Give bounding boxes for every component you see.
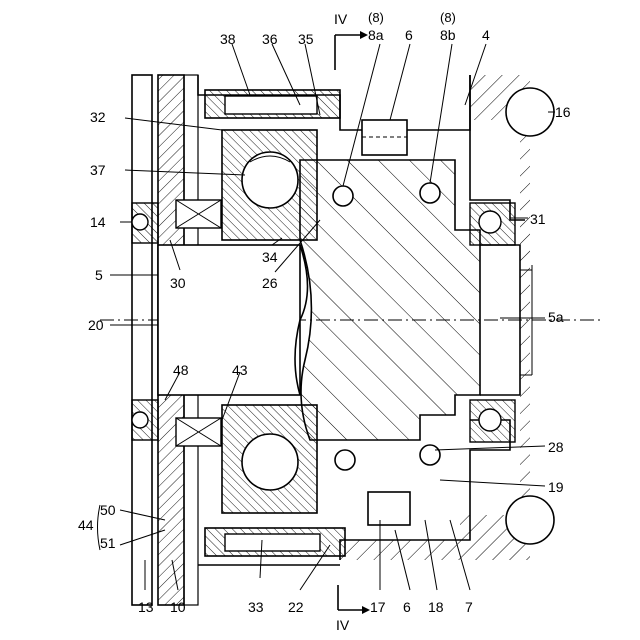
label-44: 44 xyxy=(78,517,94,533)
label-37: 37 xyxy=(90,162,106,178)
small-bearing-14 xyxy=(132,203,158,243)
label-35: 35 xyxy=(298,31,314,47)
small-bearing-lower-right xyxy=(470,400,515,442)
section-marker-bottom xyxy=(338,585,370,614)
label-36: 36 xyxy=(262,31,278,47)
lower-bearing xyxy=(222,405,317,513)
label-4: 4 xyxy=(482,27,490,43)
needle-bearing-bottom xyxy=(205,528,345,556)
label-32: 32 xyxy=(90,109,106,125)
small-bearing-31 xyxy=(470,203,515,245)
label-10: 10 xyxy=(170,599,186,615)
label-19: 19 xyxy=(548,479,564,495)
label-8b: 8b xyxy=(440,27,456,43)
bearing-16 xyxy=(506,88,554,136)
label-18: 18 xyxy=(428,599,444,615)
x-box-upper xyxy=(176,200,221,228)
label-8a: 8a xyxy=(368,27,384,43)
label-20: 20 xyxy=(88,317,104,333)
label-48: 48 xyxy=(173,362,189,378)
seal-8a xyxy=(333,186,353,206)
bearing-lower-right xyxy=(506,496,554,544)
label-8a-paren: (8) xyxy=(368,10,384,25)
label-51: 51 xyxy=(100,535,116,551)
label-6-top: 6 xyxy=(405,27,413,43)
label-26: 26 xyxy=(262,275,278,291)
seal-28 xyxy=(420,445,440,465)
label-section-bottom: IV xyxy=(336,617,350,633)
label-8b-paren: (8) xyxy=(440,10,456,25)
label-13: 13 xyxy=(138,599,154,615)
label-6-bottom: 6 xyxy=(403,599,411,615)
label-5a: 5a xyxy=(548,309,564,325)
label-14: 14 xyxy=(90,214,106,230)
label-5: 5 xyxy=(95,267,103,283)
label-section-top: IV xyxy=(334,11,348,27)
pin-bottom xyxy=(368,492,410,525)
label-22: 22 xyxy=(288,599,304,615)
label-50: 50 xyxy=(100,502,116,518)
label-34: 34 xyxy=(262,249,278,265)
pin-top xyxy=(362,120,407,155)
section-marker-top xyxy=(335,31,368,70)
seal-lower xyxy=(335,450,355,470)
label-7: 7 xyxy=(465,599,473,615)
rotor-body xyxy=(300,160,480,440)
small-bearing-lower-left xyxy=(132,400,158,440)
label-33: 33 xyxy=(248,599,264,615)
upper-bearing xyxy=(222,130,317,240)
label-43: 43 xyxy=(232,362,248,378)
label-30: 30 xyxy=(170,275,186,291)
label-16: 16 xyxy=(555,104,571,120)
label-38: 38 xyxy=(220,31,236,47)
label-31: 31 xyxy=(530,211,546,227)
label-17: 17 xyxy=(370,599,386,615)
x-box-lower xyxy=(176,418,221,446)
label-28: 28 xyxy=(548,439,564,455)
seal-8b xyxy=(420,183,440,203)
